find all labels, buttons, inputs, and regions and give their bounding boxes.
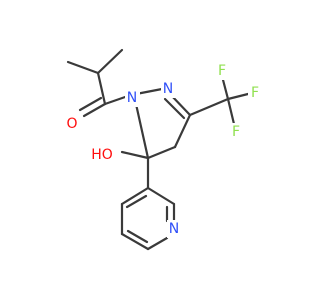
- bond-py-3-inner: [126, 229, 149, 244]
- atom-n2: N: [163, 81, 173, 97]
- bond-cf3-f-right: [226, 92, 250, 101]
- bond-carbonyl-double-b: [78, 96, 103, 112]
- bond-c4-c5: [146, 145, 177, 160]
- bond-cf3-f-bottom: [226, 97, 236, 126]
- bond-py-6: [146, 186, 176, 206]
- atom-f-top: F: [218, 63, 226, 79]
- bond-n1-n2: [134, 87, 164, 96]
- bond-carbonyl-double-a: [82, 102, 107, 118]
- bond-py-3: [120, 232, 150, 251]
- bond-carbonyl-n1: [103, 94, 130, 106]
- bonds: [66, 48, 250, 251]
- atom-o-carbonyl: O: [66, 116, 77, 132]
- atom-labels: O N N HO F F F N: [65, 62, 262, 238]
- bond-c3-cf3: [188, 97, 230, 117]
- atom-n-pyridine: N: [169, 221, 179, 237]
- atom-hydroxyl: HO: [91, 147, 113, 163]
- bond-py-4: [146, 236, 169, 251]
- bond-c3-c4: [173, 113, 192, 149]
- atom-f-right: F: [251, 85, 259, 101]
- bond-py-1-inner: [125, 194, 148, 209]
- atom-n1: N: [127, 90, 137, 106]
- bond-methyl-right: [96, 48, 124, 75]
- atom-f-bottom: F: [232, 124, 240, 140]
- bond-c5-n1: [134, 102, 150, 160]
- bond-py-1: [120, 186, 150, 206]
- molecule-structure: O N N HO F F F N: [65, 48, 262, 251]
- bond-c5-oh: [120, 150, 150, 160]
- bond-ch-carbonyl: [96, 71, 107, 106]
- bond-methyl-left: [66, 60, 100, 75]
- bond-n2-c3-double-b: [163, 97, 186, 120]
